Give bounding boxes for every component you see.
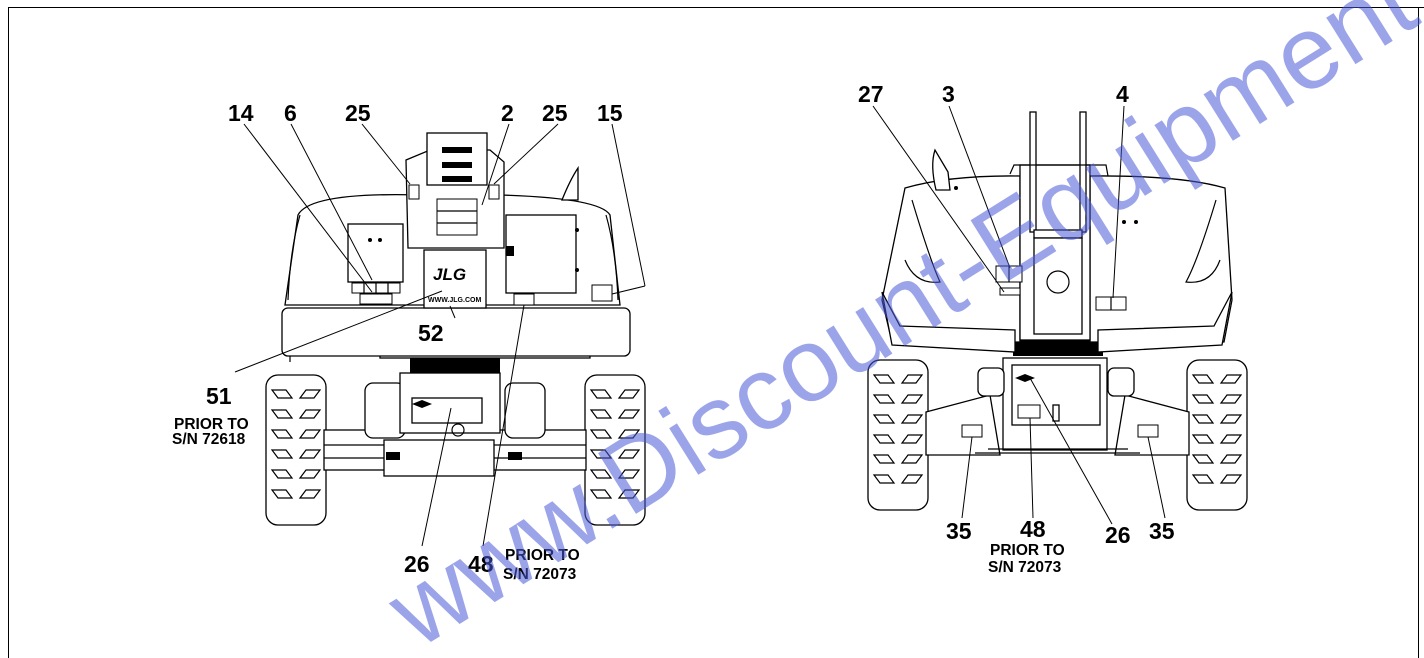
right-view-left-tire (867, 359, 929, 511)
callout-15: 15 (597, 100, 623, 126)
callout-35-left: 35 (946, 518, 972, 544)
callout-6: 6 (284, 100, 297, 126)
frame-left-rule (8, 7, 9, 658)
right-view-turntable (881, 111, 1233, 353)
note-51-line2: S/N 72618 (172, 431, 246, 448)
right-view-leader-lines (872, 105, 1166, 525)
note-48-left-line2: S/N 72073 (503, 566, 577, 583)
right-view-right-tire (1186, 359, 1248, 511)
left-view-leader-lines (234, 123, 646, 547)
note-48-right-line2: S/N 72073 (988, 559, 1062, 576)
left-view-decals (351, 282, 613, 306)
note-51-line1: PRIOR TO (174, 416, 249, 433)
callout-35-right: 35 (1149, 518, 1175, 544)
callout-3: 3 (942, 81, 955, 107)
left-view-right-tire (584, 374, 646, 526)
callout-27: 27 (858, 81, 884, 107)
note-48-left-line1: PRIOR TO (505, 547, 580, 564)
left-view-left-tire (265, 374, 327, 526)
callout-51: 51 (206, 383, 232, 409)
callout-2: 2 (501, 100, 514, 126)
frame-right-rule (1418, 7, 1419, 658)
jlg-logo: JLG (433, 265, 466, 284)
callout-4: 4 (1116, 81, 1129, 107)
callout-52: 52 (418, 320, 444, 346)
callout-48-left-view: 48 (468, 551, 494, 577)
left-view-boom-assembly (347, 132, 579, 309)
left-machine-view: JLG WWW.JLG.COM 14 6 25 2 25 (172, 100, 646, 583)
callout-25-right: 25 (542, 100, 568, 126)
callout-26-right-view: 26 (1105, 522, 1131, 548)
jlg-url-label: WWW.JLG.COM (428, 297, 481, 304)
left-view-chassis (323, 353, 591, 477)
frame-top-rule (8, 7, 1424, 8)
right-machine-view: 27 3 4 35 48 PRIOR TO S/N 72073 26 35 (858, 81, 1248, 576)
note-48-right-line1: PRIOR TO (990, 542, 1065, 559)
callout-14: 14 (228, 100, 254, 126)
callout-48-right-view: 48 (1020, 516, 1046, 542)
callout-25-left: 25 (345, 100, 371, 126)
right-view-chassis (925, 340, 1190, 456)
callout-26-left-view: 26 (404, 551, 430, 577)
